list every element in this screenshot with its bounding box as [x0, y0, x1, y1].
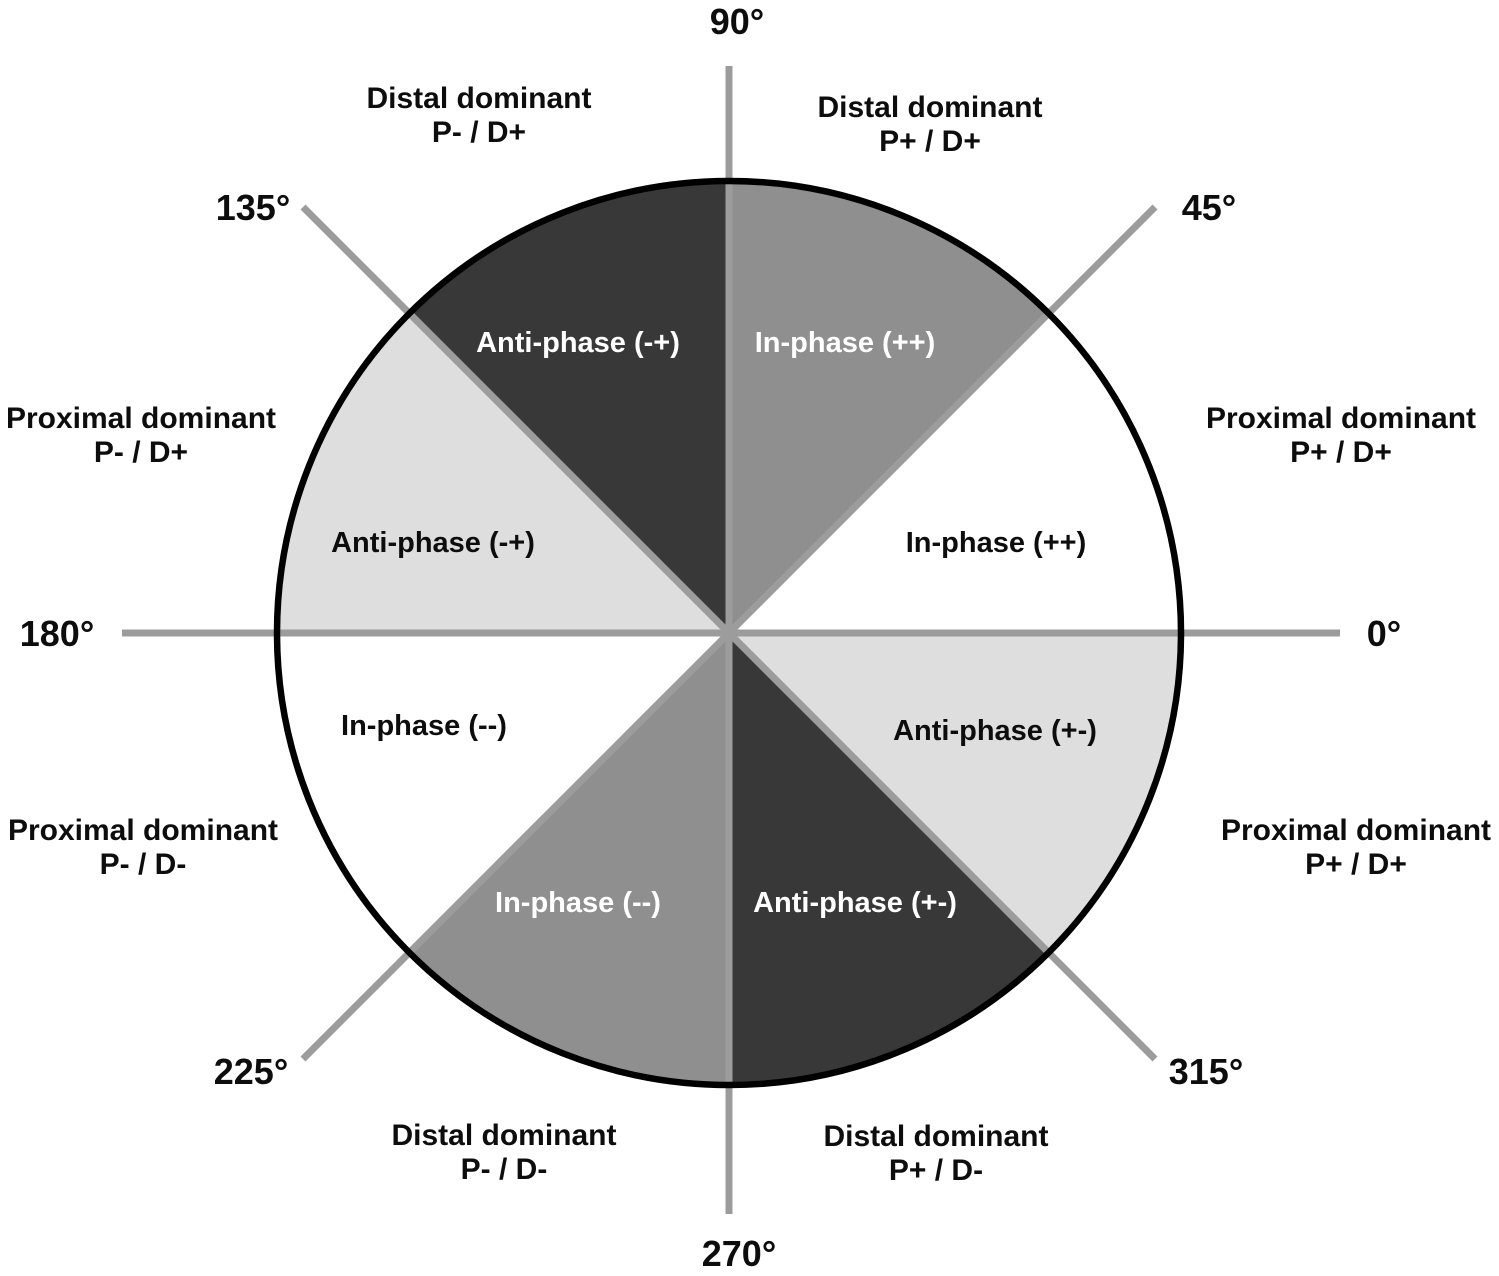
outer-label-left-lower-line2: P- / D-	[100, 848, 187, 881]
outer-label-top-left-line1: Distal dominant	[366, 82, 591, 115]
outer-label-left-upper-line1: Proximal dominant	[6, 402, 276, 435]
outer-label-bottom-right: Distal dominant P+ / D-	[823, 1120, 1048, 1187]
angle-label-0: 0°	[1367, 613, 1401, 654]
outer-label-right-lower: Proximal dominant P+ / D+	[1221, 814, 1491, 881]
sector-180-225	[277, 633, 729, 953]
outer-label-left-lower: Proximal dominant P- / D-	[8, 814, 278, 881]
sector-0-45	[729, 313, 1181, 633]
sector-label-270-315: Anti-phase (+-)	[753, 887, 957, 919]
outer-label-right-lower-line1: Proximal dominant	[1221, 814, 1491, 847]
sector-90-135	[409, 181, 729, 633]
outer-label-right-lower-line2: P+ / D+	[1305, 848, 1407, 881]
outer-label-bottom-right-line1: Distal dominant	[823, 1120, 1048, 1153]
outer-label-left-lower-line1: Proximal dominant	[8, 814, 278, 847]
sector-label-90-135: Anti-phase (-+)	[476, 327, 680, 359]
outer-label-top-left-line2: P- / D+	[432, 116, 526, 149]
sector-225-270	[409, 633, 729, 1085]
angle-label-90: 90°	[710, 1, 764, 42]
sector-label-180-225: In-phase (--)	[341, 710, 507, 742]
sector-135-180	[277, 313, 729, 633]
outer-label-right-upper: Proximal dominant P+ / D+	[1206, 402, 1476, 469]
sector-label-225-270: In-phase (--)	[495, 887, 661, 919]
sector-label-315-360: Anti-phase (+-)	[893, 715, 1097, 747]
outer-label-bottom-left: Distal dominant P- / D-	[391, 1119, 616, 1186]
outer-label-bottom-left-line1: Distal dominant	[391, 1119, 616, 1152]
sector-label-0-45: In-phase (++)	[906, 527, 1087, 559]
outer-label-top-right-line1: Distal dominant	[817, 91, 1042, 124]
outer-label-top-right: Distal dominant P+ / D+	[817, 91, 1042, 158]
diagonal-line-135-315	[300, 204, 1158, 1062]
sector-label-135-180: Anti-phase (-+)	[331, 527, 535, 559]
outer-label-bottom-left-line2: P- / D-	[461, 1153, 548, 1186]
circle-outline	[273, 177, 1185, 1089]
outer-label-bottom-right-line2: P+ / D-	[889, 1154, 983, 1187]
angle-label-315: 315°	[1169, 1051, 1243, 1092]
outer-label-top-left: Distal dominant P- / D+	[366, 82, 591, 149]
angle-label-135: 135°	[216, 187, 290, 228]
angle-label-270: 270°	[702, 1233, 776, 1274]
outer-label-right-upper-line2: P+ / D+	[1290, 436, 1392, 469]
angle-label-45: 45°	[1182, 187, 1236, 228]
outer-label-top-right-line2: P+ / D+	[879, 125, 981, 158]
outer-label-left-upper: Proximal dominant P- / D+	[6, 402, 276, 469]
sector-270-315	[729, 633, 1049, 1085]
outer-label-left-upper-line2: P- / D+	[94, 436, 188, 469]
sector-315-360	[729, 633, 1181, 953]
sector-label-45-90: In-phase (++)	[755, 327, 936, 359]
angle-label-180: 180°	[20, 613, 94, 654]
angle-label-225: 225°	[214, 1051, 288, 1092]
outer-label-right-upper-line1: Proximal dominant	[1206, 402, 1476, 435]
sector-45-90	[729, 181, 1049, 633]
